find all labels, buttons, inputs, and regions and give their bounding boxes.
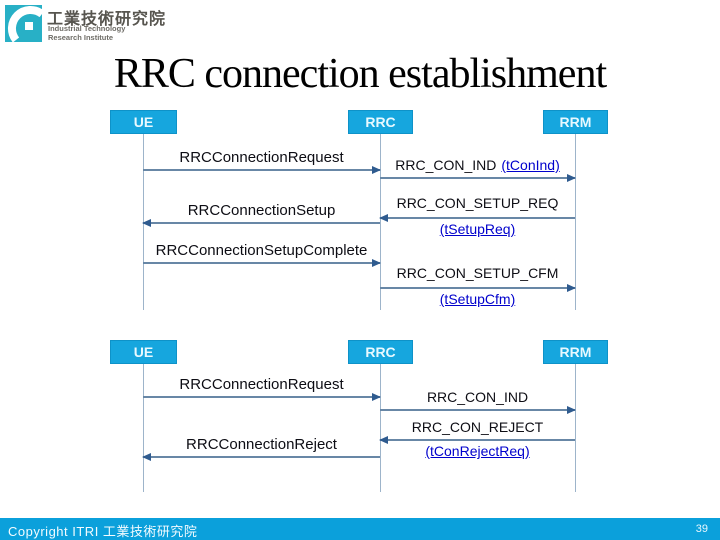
arrowhead-right-icon — [372, 259, 381, 267]
message-arrow-rrc-con-reject — [379, 436, 575, 444]
arrowhead-left-icon — [142, 219, 151, 227]
arrowhead-left-icon — [379, 436, 388, 444]
timer-link-tconind[interactable]: (tConInd) — [501, 157, 560, 173]
arrowhead-left-icon — [142, 453, 151, 461]
lifeline-rrm — [575, 134, 576, 310]
page-number: 39 — [695, 523, 708, 535]
actor-box-rrc: RRC — [348, 340, 413, 364]
arrowhead-right-icon — [372, 393, 381, 401]
message-label-rrcconnectionsetupcomplete: RRCConnectionSetupComplete — [155, 242, 368, 259]
lifeline-rrc — [380, 364, 381, 492]
message-arrow-rrcconnectionrequest — [143, 166, 381, 174]
message-label-rrcconnectionrequest: RRCConnectionRequest — [179, 149, 344, 166]
message-arrow-rrcconnectionsetup — [142, 219, 380, 227]
timer-link-tconrejectreq[interactable]: (tConRejectReq) — [425, 443, 530, 459]
arrowhead-right-icon — [372, 166, 381, 174]
footer-bar — [0, 518, 720, 540]
copyright-text: Copyright ITRI 工業技術研究院 — [8, 524, 198, 539]
logo-org-name-en: Industrial Technology Research Institute — [48, 24, 126, 42]
message-arrow-rrc-con-setup-req — [379, 214, 575, 222]
message-label-rrc-con-setup-req: RRC_CON_SETUP_REQ — [396, 195, 559, 211]
arrowhead-right-icon — [567, 174, 576, 182]
itri-logo-icon — [5, 5, 42, 42]
timer-label-tsetupreq: (tSetupReq) — [380, 221, 575, 237]
actor-box-rrc: RRC — [348, 110, 413, 134]
actor-box-rrm: RRM — [543, 340, 608, 364]
actor-box-ue: UE — [110, 110, 177, 134]
message-arrow-rrcconnectionsetupcomplete — [143, 259, 381, 267]
logo-org-name-en-line2: Research Institute — [48, 32, 114, 42]
logo-org-name-en-line1: Industrial Technology — [48, 24, 126, 33]
timer-link-tsetupreq[interactable]: (tSetupReq) — [439, 221, 516, 237]
message-text: RRC_CON_IND — [395, 157, 497, 173]
message-label-rrc-con-ind: RRC_CON_IND(tConInd) — [372, 157, 583, 173]
message-arrow-rrc-con-setup-cfm — [380, 284, 576, 292]
message-label-rrc-con-reject: RRC_CON_REJECT — [411, 419, 544, 435]
arrowhead-right-icon — [567, 406, 576, 414]
message-arrow-rrcconnectionrequest — [143, 393, 381, 401]
message-label-rrcconnectionreject: RRCConnectionReject — [186, 436, 337, 453]
timer-link-tsetupcfm[interactable]: (tSetupCfm) — [439, 291, 516, 307]
message-label-rrcconnectionrequest: RRCConnectionRequest — [179, 376, 344, 393]
lifeline-rrc — [380, 134, 381, 310]
logo-org-name-zh: 工業技術研究院 — [47, 11, 167, 28]
message-label-rrc-con-ind: RRC_CON_IND — [426, 389, 529, 405]
slide-title: RRC connection establishment — [113, 51, 607, 97]
lifeline-ue — [143, 364, 144, 492]
timer-label-tconrejectreq: (tConRejectReq) — [380, 443, 575, 459]
lifeline-rrm — [575, 364, 576, 492]
message-label-rrcconnectionsetup: RRCConnectionSetup — [187, 202, 336, 219]
message-label-rrc-con-setup-cfm: RRC_CON_SETUP_CFM — [396, 265, 559, 281]
message-arrow-rrc-con-ind — [380, 174, 576, 182]
actor-box-rrm: RRM — [543, 110, 608, 134]
arrowhead-left-icon — [379, 214, 388, 222]
message-arrow-rrcconnectionreject — [142, 453, 380, 461]
message-arrow-rrc-con-ind — [380, 406, 576, 414]
arrowhead-right-icon — [567, 284, 576, 292]
actor-box-ue: UE — [110, 340, 177, 364]
timer-label-tsetupcfm: (tSetupCfm) — [380, 291, 575, 307]
